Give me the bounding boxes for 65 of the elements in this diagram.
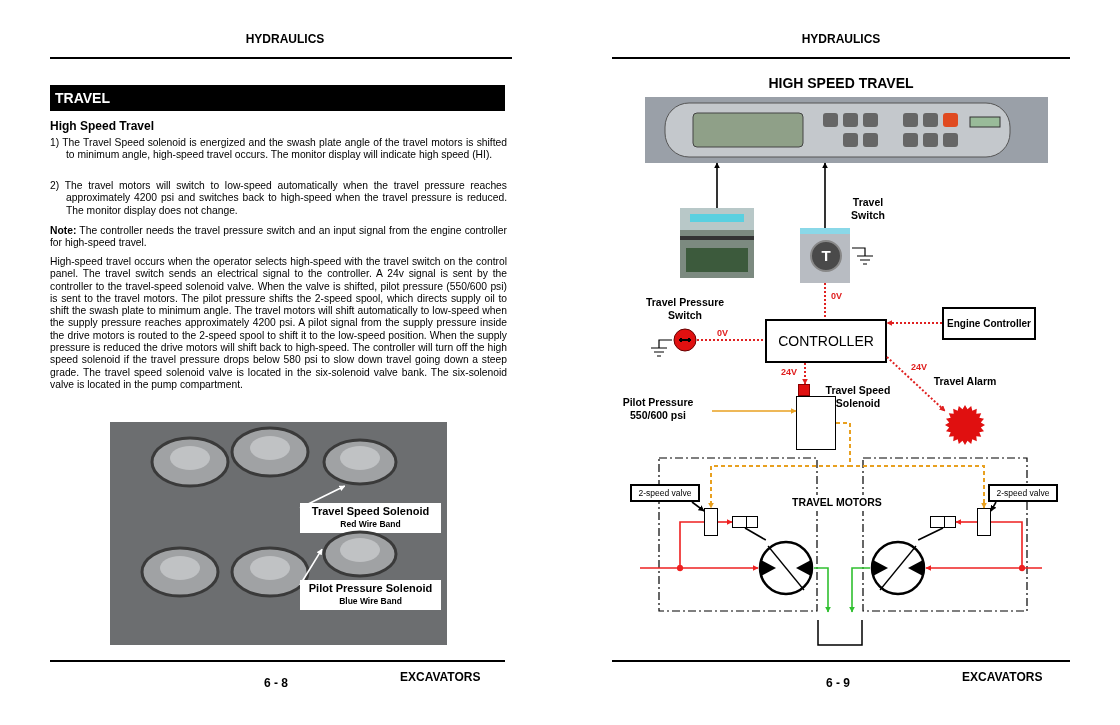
arrow [299, 485, 346, 509]
edge-label: 0V [830, 291, 843, 302]
page-number: 6 - 9 [826, 675, 850, 692]
note-paragraph: Note: The controller needs the travel pressure switch and an input signal from the engine controller for high-speed travel. [50, 225, 507, 250]
body-paragraph: High-speed travel occurs when the operator selects high-speed with the travel switch on the control panel. The travel switch sends an electrical signal to the controller. A 24v signal is sent by the controller to the travel-speed solenoid valve. When the valve is shifted, pilot pressure (550/600 psi) is sent to the travel motors. The pilot pressure shifts the 2-speed spool, which directs supply oil to shift the swash plate to minimum angle. The travel motors will shift automatically to low-speed when the supply pressure reaches approximately 4200 psi. A pilot signal from the supply pressure inside the drive motors is routed to the 2-speed spool to shift it to the low-speed position. When the supply pressure is reduced the drive motors will shift back to high-speed. The controller will turn off the high speed solenoid if the travel pressure drops below 580 psi to slow down travel going down a steep grade. The travel speed solenoid valve is located in the six-solenoid valve bank. The six-solenoid valve is located in the pump compartment. [50, 256, 507, 392]
caption-subtitle: Blue Wire Band [338, 596, 403, 607]
callout-box [988, 484, 1058, 502]
motor-symbol [758, 540, 814, 596]
edge-label: 24V [910, 362, 928, 373]
page-footer: EXCAVATORS [962, 668, 1043, 686]
controller-box [942, 307, 1036, 340]
edge-label: 24V [780, 367, 798, 378]
arrow [299, 548, 323, 586]
valve-symbol [977, 508, 991, 536]
callout-label: 2-speed valve [995, 486, 1051, 500]
arrow [925, 565, 1043, 571]
line-label: Pilot Pressure 550/600 psi [621, 396, 695, 423]
component-label: Travel Switch [850, 196, 886, 222]
solenoid-drawing [322, 438, 398, 486]
spool-symbol [732, 516, 758, 528]
callout-label: 2-speed valve [637, 486, 693, 500]
caption-title: Pilot Pressure Solenoid [307, 582, 434, 595]
arrow [802, 362, 808, 385]
arrow [691, 501, 705, 512]
arrow [886, 320, 943, 326]
box-label: CONTROLLER [777, 331, 875, 351]
page-number: 6 - 8 [264, 675, 288, 692]
list-item: 2) The travel motors will switch to low-speed automatically when the travel pressure reaches approximately 4200 psi and switches back to high-speed when the travel pressure is reduced. The monitor display does not change. [50, 180, 507, 218]
arrow [835, 422, 987, 509]
solenoid-drawing [322, 530, 398, 578]
caption-subtitle: Red Wire Band [339, 519, 402, 530]
page-header: HYDRAULICS [244, 31, 326, 48]
motor-symbol [870, 540, 926, 596]
arrow [955, 519, 978, 525]
arrow [822, 162, 828, 229]
display-closeup-drawing [680, 208, 754, 278]
arrow [813, 567, 831, 613]
control-panel-drawing [645, 97, 1048, 163]
photo-placeholder [110, 422, 447, 645]
edge-label: 0V [716, 328, 729, 339]
callout-box [630, 484, 700, 502]
section-heading: High Speed Travel [50, 118, 155, 135]
arrow [714, 162, 720, 209]
arrow [990, 501, 997, 512]
group-label: TRAVEL MOTORS [790, 495, 884, 511]
arrow [639, 565, 759, 571]
section-banner: TRAVEL [50, 85, 505, 111]
arrow [886, 356, 946, 412]
arrow [849, 567, 871, 613]
controller-box [765, 319, 887, 363]
page-footer: EXCAVATORS [400, 668, 481, 686]
box-label: Engine Controller [946, 317, 1032, 331]
component-label: Travel Alarm [932, 375, 998, 388]
list-item: 1) The Travel Speed solenoid is energized and the swash plate angle of the travel motors is shifted to minimum angle, high-speed travel occurs. The monitor display will indicate high speed (HI). [50, 137, 507, 162]
caption-title: Travel Speed Solenoid [310, 505, 431, 518]
page-header: HYDRAULICS [800, 31, 882, 48]
valve-symbol [704, 508, 718, 536]
component-label: Travel Pressure Switch [644, 296, 726, 322]
component-label: Travel Speed Solenoid [824, 384, 892, 410]
callout-box [300, 503, 441, 533]
arrow [717, 519, 733, 525]
spool-symbol [930, 516, 956, 528]
callout-box [300, 580, 441, 610]
diagram-title: HIGH SPEED TRAVEL [767, 74, 915, 93]
arrow [711, 408, 797, 414]
